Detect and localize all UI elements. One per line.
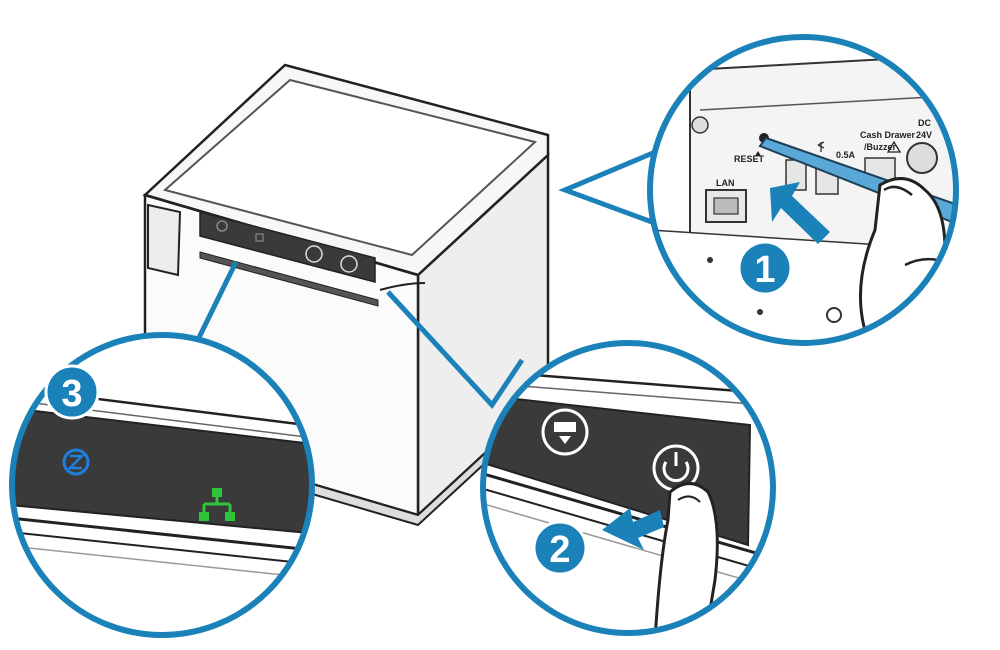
network-led-small [255, 233, 264, 242]
power-button-small[interactable] [340, 255, 358, 273]
press-arrow-1 [770, 182, 830, 244]
step-badge-1 [737, 240, 793, 296]
step-number-3: 3 [61, 373, 82, 415]
drawer-label-2: /Buzzer [864, 142, 897, 152]
warning-icon [755, 151, 761, 156]
feed-button[interactable] [541, 408, 589, 456]
warning-icon [886, 140, 902, 153]
status-led-small [216, 220, 228, 232]
paper-slot [199, 251, 379, 307]
callout-pointer-1 [558, 147, 661, 225]
screw [691, 116, 709, 134]
drawer-label: Cash Drawer [860, 130, 916, 140]
callout-led-view: 3 [9, 332, 315, 638]
printer-cover [162, 78, 538, 257]
power-icon [662, 461, 690, 483]
status-icon [62, 448, 90, 476]
usb-icon [817, 141, 825, 152]
control-panel [199, 211, 376, 283]
step-badge-3 [44, 364, 100, 420]
feed-button-small[interactable] [305, 245, 323, 263]
led-panel-zoom [12, 406, 312, 537]
lan-label: LAN [716, 178, 735, 188]
step-badge-2 [532, 520, 588, 576]
step-number-1: 1 [754, 249, 775, 291]
reset-label: RESET [734, 154, 765, 164]
lan-port [705, 189, 747, 223]
paper-feed-icon [554, 422, 576, 444]
current-label: 0.5A [836, 150, 856, 160]
cover-latch[interactable] [147, 203, 182, 277]
press-arrow-2 [602, 508, 664, 550]
dc-label-2: 24V [916, 130, 932, 140]
finger [653, 482, 719, 633]
callout-reset-view: RESET LAN 0.5A Cash Drawer /Buzzer DC 24… [647, 34, 959, 346]
callout-power-view: 2 [480, 340, 776, 636]
dc-label: DC [918, 118, 931, 128]
step-number-2: 2 [549, 529, 570, 571]
callout-pointer-2 [386, 290, 525, 410]
network-icon [199, 488, 235, 521]
dc-jack [906, 142, 938, 174]
